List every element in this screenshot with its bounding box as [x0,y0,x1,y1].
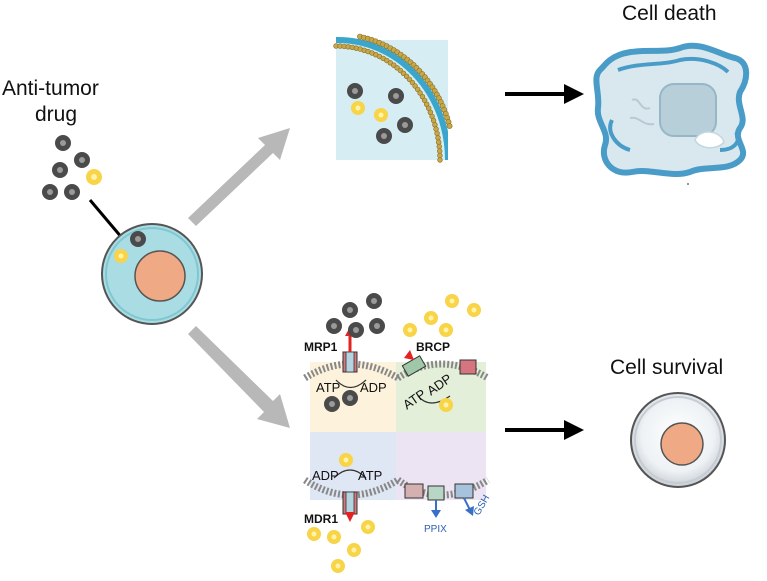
cell-death-label: Cell death [622,2,717,25]
efflux-panel [303,327,490,522]
membrane-bead [434,130,440,137]
q1-adp-label: ADP [360,380,387,395]
drug-accumulation-panel [333,33,453,163]
brcp-label: BRCP [416,340,451,354]
anti-tumor-label-line1: Anti-tumor [2,77,99,100]
surviving-cell-nucleus [660,422,704,466]
brcp-transporter-2 [459,359,477,375]
free-drug-cluster [42,135,102,200]
gsh-transporter [454,483,474,499]
membrane-beads [357,33,453,129]
gray-arrow-down [188,326,290,428]
anti-tumor-label-line2: drug [35,103,78,126]
surviving-cell [630,392,726,488]
q3-atp-label: ATP [358,468,383,483]
dead-cell-nucleus [659,83,717,137]
gray-arrow-up [188,128,290,226]
ppix-label: PPIX [424,524,447,535]
q1-atp-label: ATP [316,380,341,395]
initial-cell [101,223,203,325]
cell-survival-label: Cell survival [610,356,724,379]
membrane-bead [437,148,443,154]
membrane-bead [437,157,443,163]
ppix-transporter [427,485,445,501]
mdr1-label: MDR1 [304,512,339,526]
q3-adp-label: ADP [312,468,339,483]
membrane-bead [417,90,423,96]
membrane-bead [433,126,439,132]
brcp-transporter [401,355,427,377]
membrane-bead [437,152,443,159]
membrane-bead [435,135,441,141]
effluxed-drugs-top [326,293,481,338]
dead-cell [593,42,750,185]
initial-cell-nucleus [134,250,186,302]
mrp1-label: MRP1 [304,340,338,354]
membrane-bead [446,123,453,129]
effluxed-drugs-bottom [307,520,375,573]
membrane-bead [436,139,442,145]
membrane-beads-inner [333,43,443,163]
membrane-bead [436,143,442,150]
